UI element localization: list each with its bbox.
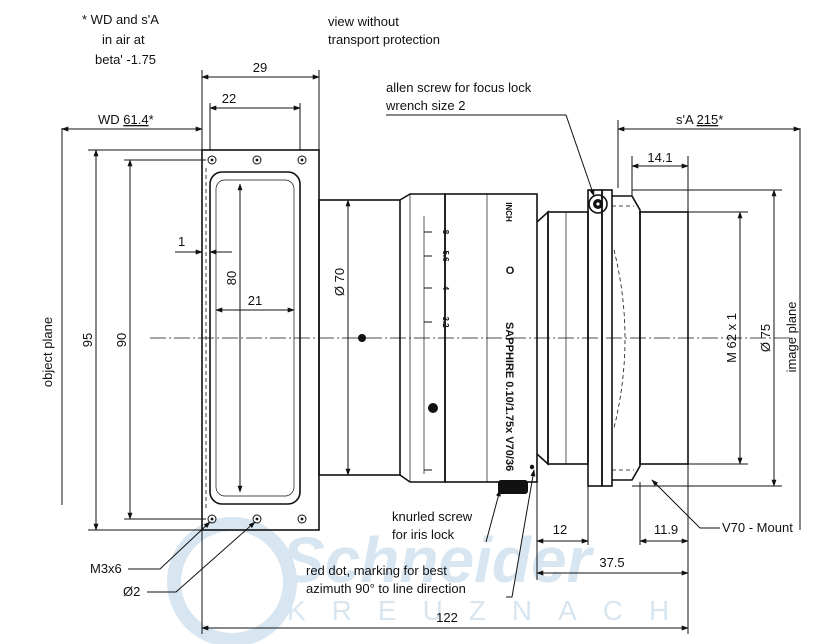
svg-text:* WD and s'A: * WD and s'A <box>82 12 159 27</box>
dim-1: 1 <box>175 234 232 255</box>
scale-mark-8: 8 <box>441 230 450 235</box>
svg-text:azimuth 90° to line direction: azimuth 90° to line direction <box>306 581 466 596</box>
svg-text:29: 29 <box>253 60 267 75</box>
svg-text:V70 - Mount: V70 - Mount <box>722 520 793 535</box>
svg-text:knurled screw: knurled screw <box>392 509 473 524</box>
svg-text:122: 122 <box>436 610 458 625</box>
allen-screw-icon <box>588 194 608 214</box>
allen-note: allen screw for focus lock wrench size 2 <box>385 80 595 197</box>
svg-text:37.5: 37.5 <box>599 555 624 570</box>
dim-14-1: 14.1 <box>631 150 689 212</box>
knurled-note: knurled screw for iris lock <box>392 489 501 543</box>
dim-37-5: 37.5 <box>536 545 689 580</box>
svg-text:90: 90 <box>114 333 129 347</box>
flange-screw-holes <box>207 155 307 524</box>
svg-text:M 62 x 1: M 62 x 1 <box>724 313 739 363</box>
callout-v70: V70 - Mount <box>651 479 793 535</box>
dim-95: 95 <box>80 149 202 531</box>
red-dot-marker <box>529 464 535 470</box>
dim-22: 22 <box>209 91 301 150</box>
svg-text:view without: view without <box>328 14 399 29</box>
svg-text:80: 80 <box>224 271 239 285</box>
dim-sa: s'A 215* <box>617 112 801 188</box>
svg-text:21: 21 <box>248 293 262 308</box>
svg-text:Ø2: Ø2 <box>123 584 140 599</box>
svg-text:s'A 215*: s'A 215* <box>676 112 723 127</box>
image-plane-label: image plane <box>784 302 799 373</box>
dim-wd: WD 61.4* <box>61 112 203 150</box>
scale-mark-4: 4 <box>441 286 450 291</box>
watermark-logo-icon <box>167 517 297 644</box>
svg-text:22: 22 <box>222 91 236 106</box>
view-note: view without transport protection <box>328 14 440 47</box>
lens-barrel <box>318 199 401 476</box>
knurled-screw <box>498 480 528 494</box>
front-flange <box>201 149 320 531</box>
unit-mark: INCH <box>504 202 513 222</box>
svg-text:allen screw for focus lock: allen screw for focus lock <box>386 80 532 95</box>
svg-text:14.1: 14.1 <box>647 150 672 165</box>
svg-text:red dot, marking for best: red dot, marking for best <box>306 563 447 578</box>
watermark-city: KREUZNACH <box>287 595 695 626</box>
dim-21: 21 <box>215 293 295 313</box>
object-plane-label: object plane <box>40 317 55 387</box>
svg-text:1: 1 <box>178 234 185 249</box>
dim-90: 90 <box>114 159 206 520</box>
svg-text:beta' -1.75: beta' -1.75 <box>95 52 156 67</box>
scale-mark-5-6: 5.6 <box>441 250 450 262</box>
dim-29: 29 <box>201 60 320 200</box>
dim-80: 80 <box>224 183 243 493</box>
dim-11-9: 11.9 <box>639 464 689 545</box>
lens-brand-engraving: SAPPHIRE 0.10/1.75x V70/36 <box>503 322 515 471</box>
iris-index-dot <box>428 403 438 413</box>
schneider-watermark: Schneider KREUZNACH <box>167 517 695 644</box>
svg-text:WD 61.4*: WD 61.4* <box>98 112 154 127</box>
wd-note: * WD and s'A in air at beta' -1.75 <box>82 12 159 67</box>
front-window <box>209 171 301 505</box>
svg-text:M3x6: M3x6 <box>90 561 122 576</box>
focus-mark: O <box>506 265 515 277</box>
callout-m3x6: M3x6 <box>90 521 211 576</box>
svg-text:for iris lock: for iris lock <box>392 527 455 542</box>
dim-122: 122 <box>201 530 689 634</box>
pin-dot <box>358 334 366 342</box>
scale-mark-3-2: 3.2 <box>441 316 450 328</box>
iris-ring <box>444 193 538 483</box>
watermark-brand: Schneider <box>282 524 595 596</box>
svg-text:Ø 75: Ø 75 <box>758 324 773 352</box>
callout-d2: Ø2 <box>123 521 256 599</box>
dim-d75: Ø 75 <box>632 189 782 487</box>
dim-12: 12 <box>536 482 589 580</box>
v70-mount <box>587 189 689 487</box>
svg-text:11.9: 11.9 <box>654 522 678 537</box>
svg-text:Ø 70: Ø 70 <box>332 268 347 296</box>
reddot-note: red dot, marking for best azimuth 90° to… <box>306 469 536 598</box>
svg-text:transport protection: transport protection <box>328 32 440 47</box>
dim-d70: Ø 70 <box>332 199 351 476</box>
svg-text:wrench size 2: wrench size 2 <box>385 98 465 113</box>
aperture-scale: 8 5.6 4 3.2 <box>423 216 450 474</box>
svg-text:in air at: in air at <box>102 32 145 47</box>
svg-text:12: 12 <box>553 522 567 537</box>
dim-m62: M 62 x 1 <box>688 211 748 465</box>
svg-text:95: 95 <box>80 333 95 347</box>
